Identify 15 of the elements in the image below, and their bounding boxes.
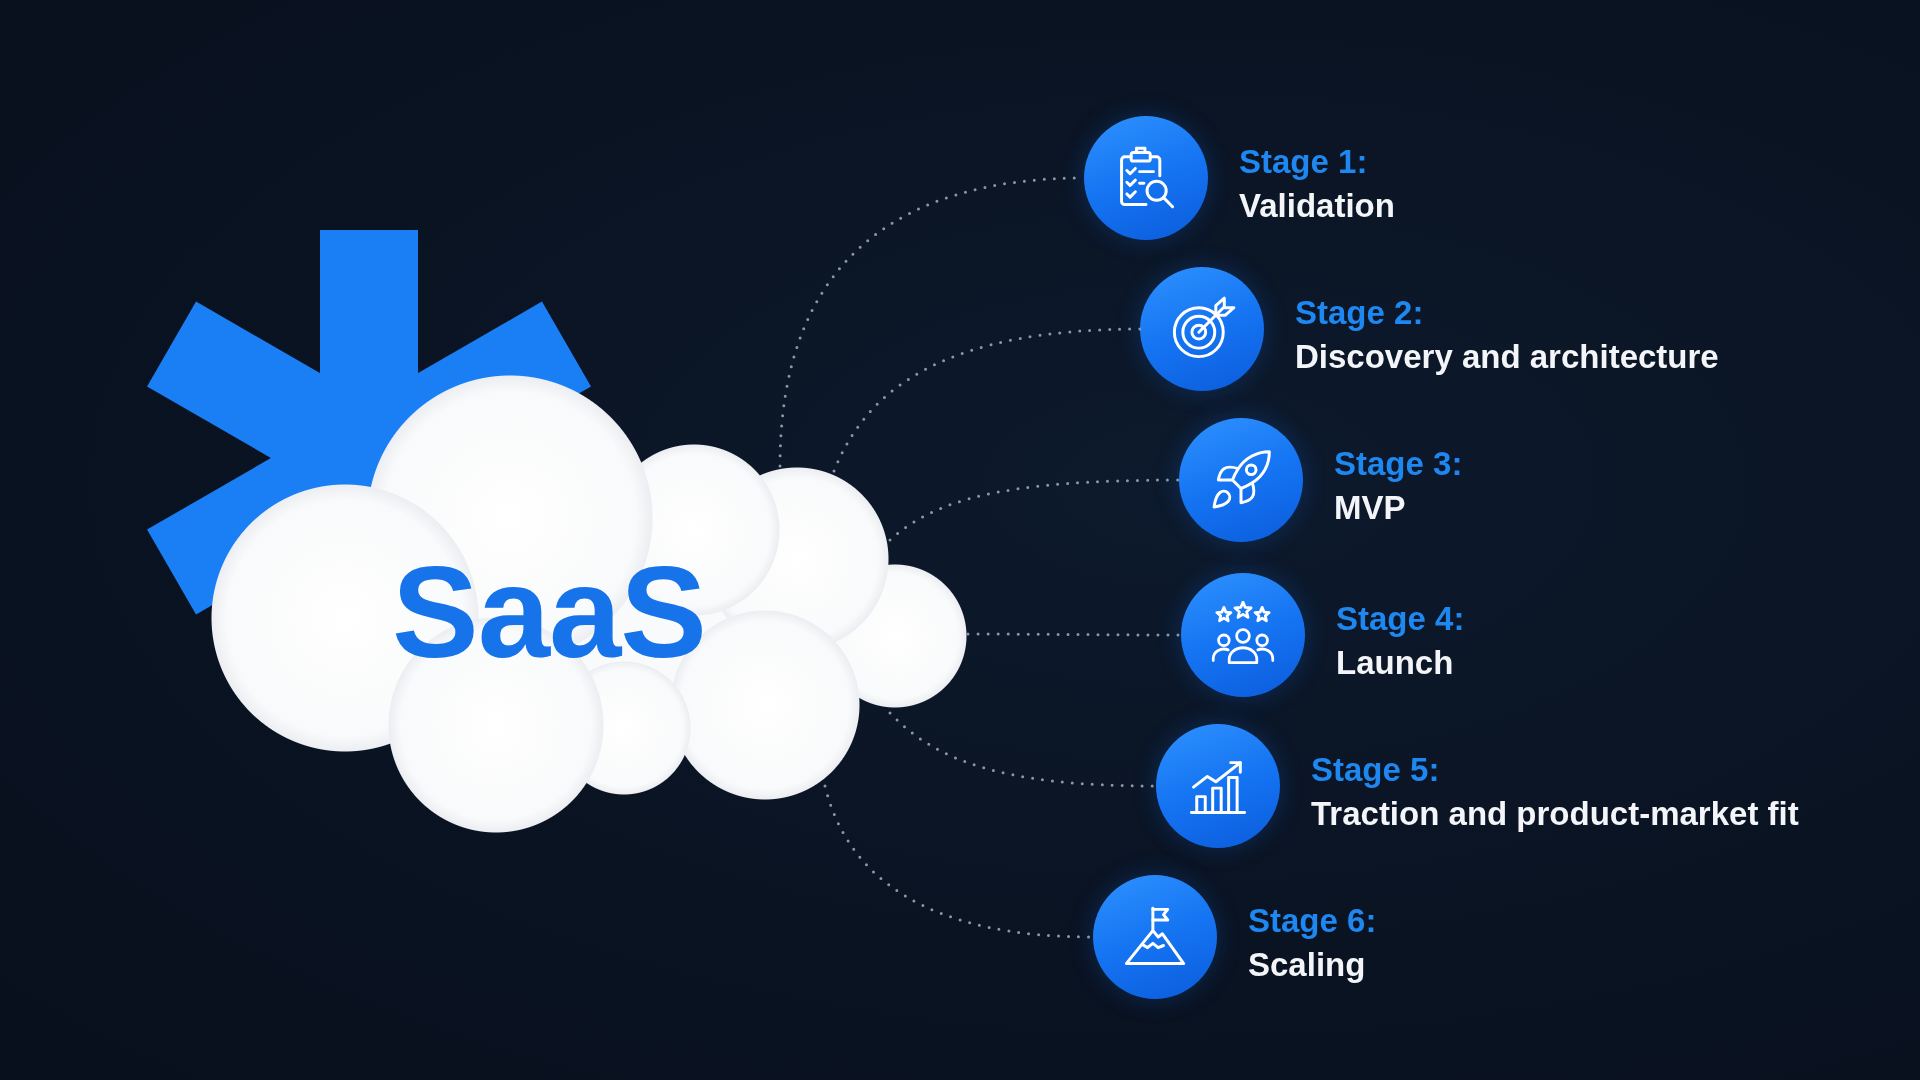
stage-number: Stage 2:	[1295, 293, 1424, 333]
stage-title: Traction and product-market fit	[1311, 794, 1799, 834]
stage-number: Stage 4:	[1336, 599, 1465, 639]
stage-title: Scaling	[1248, 945, 1366, 985]
stage-number: Stage 5:	[1311, 750, 1440, 790]
stage-title: MVP	[1334, 488, 1406, 528]
dotted-connector	[888, 478, 1181, 542]
stage-title: Validation	[1239, 186, 1395, 226]
cloud-label: SaaS	[392, 547, 706, 677]
stage-number: Stage 3:	[1334, 444, 1463, 484]
stage-title: Launch	[1336, 643, 1454, 683]
dotted-connector	[832, 327, 1142, 473]
stage-number: Stage 6:	[1248, 901, 1377, 941]
stage-title: Discovery and architecture	[1295, 337, 1719, 377]
stage-number: Stage 1:	[1239, 142, 1368, 182]
